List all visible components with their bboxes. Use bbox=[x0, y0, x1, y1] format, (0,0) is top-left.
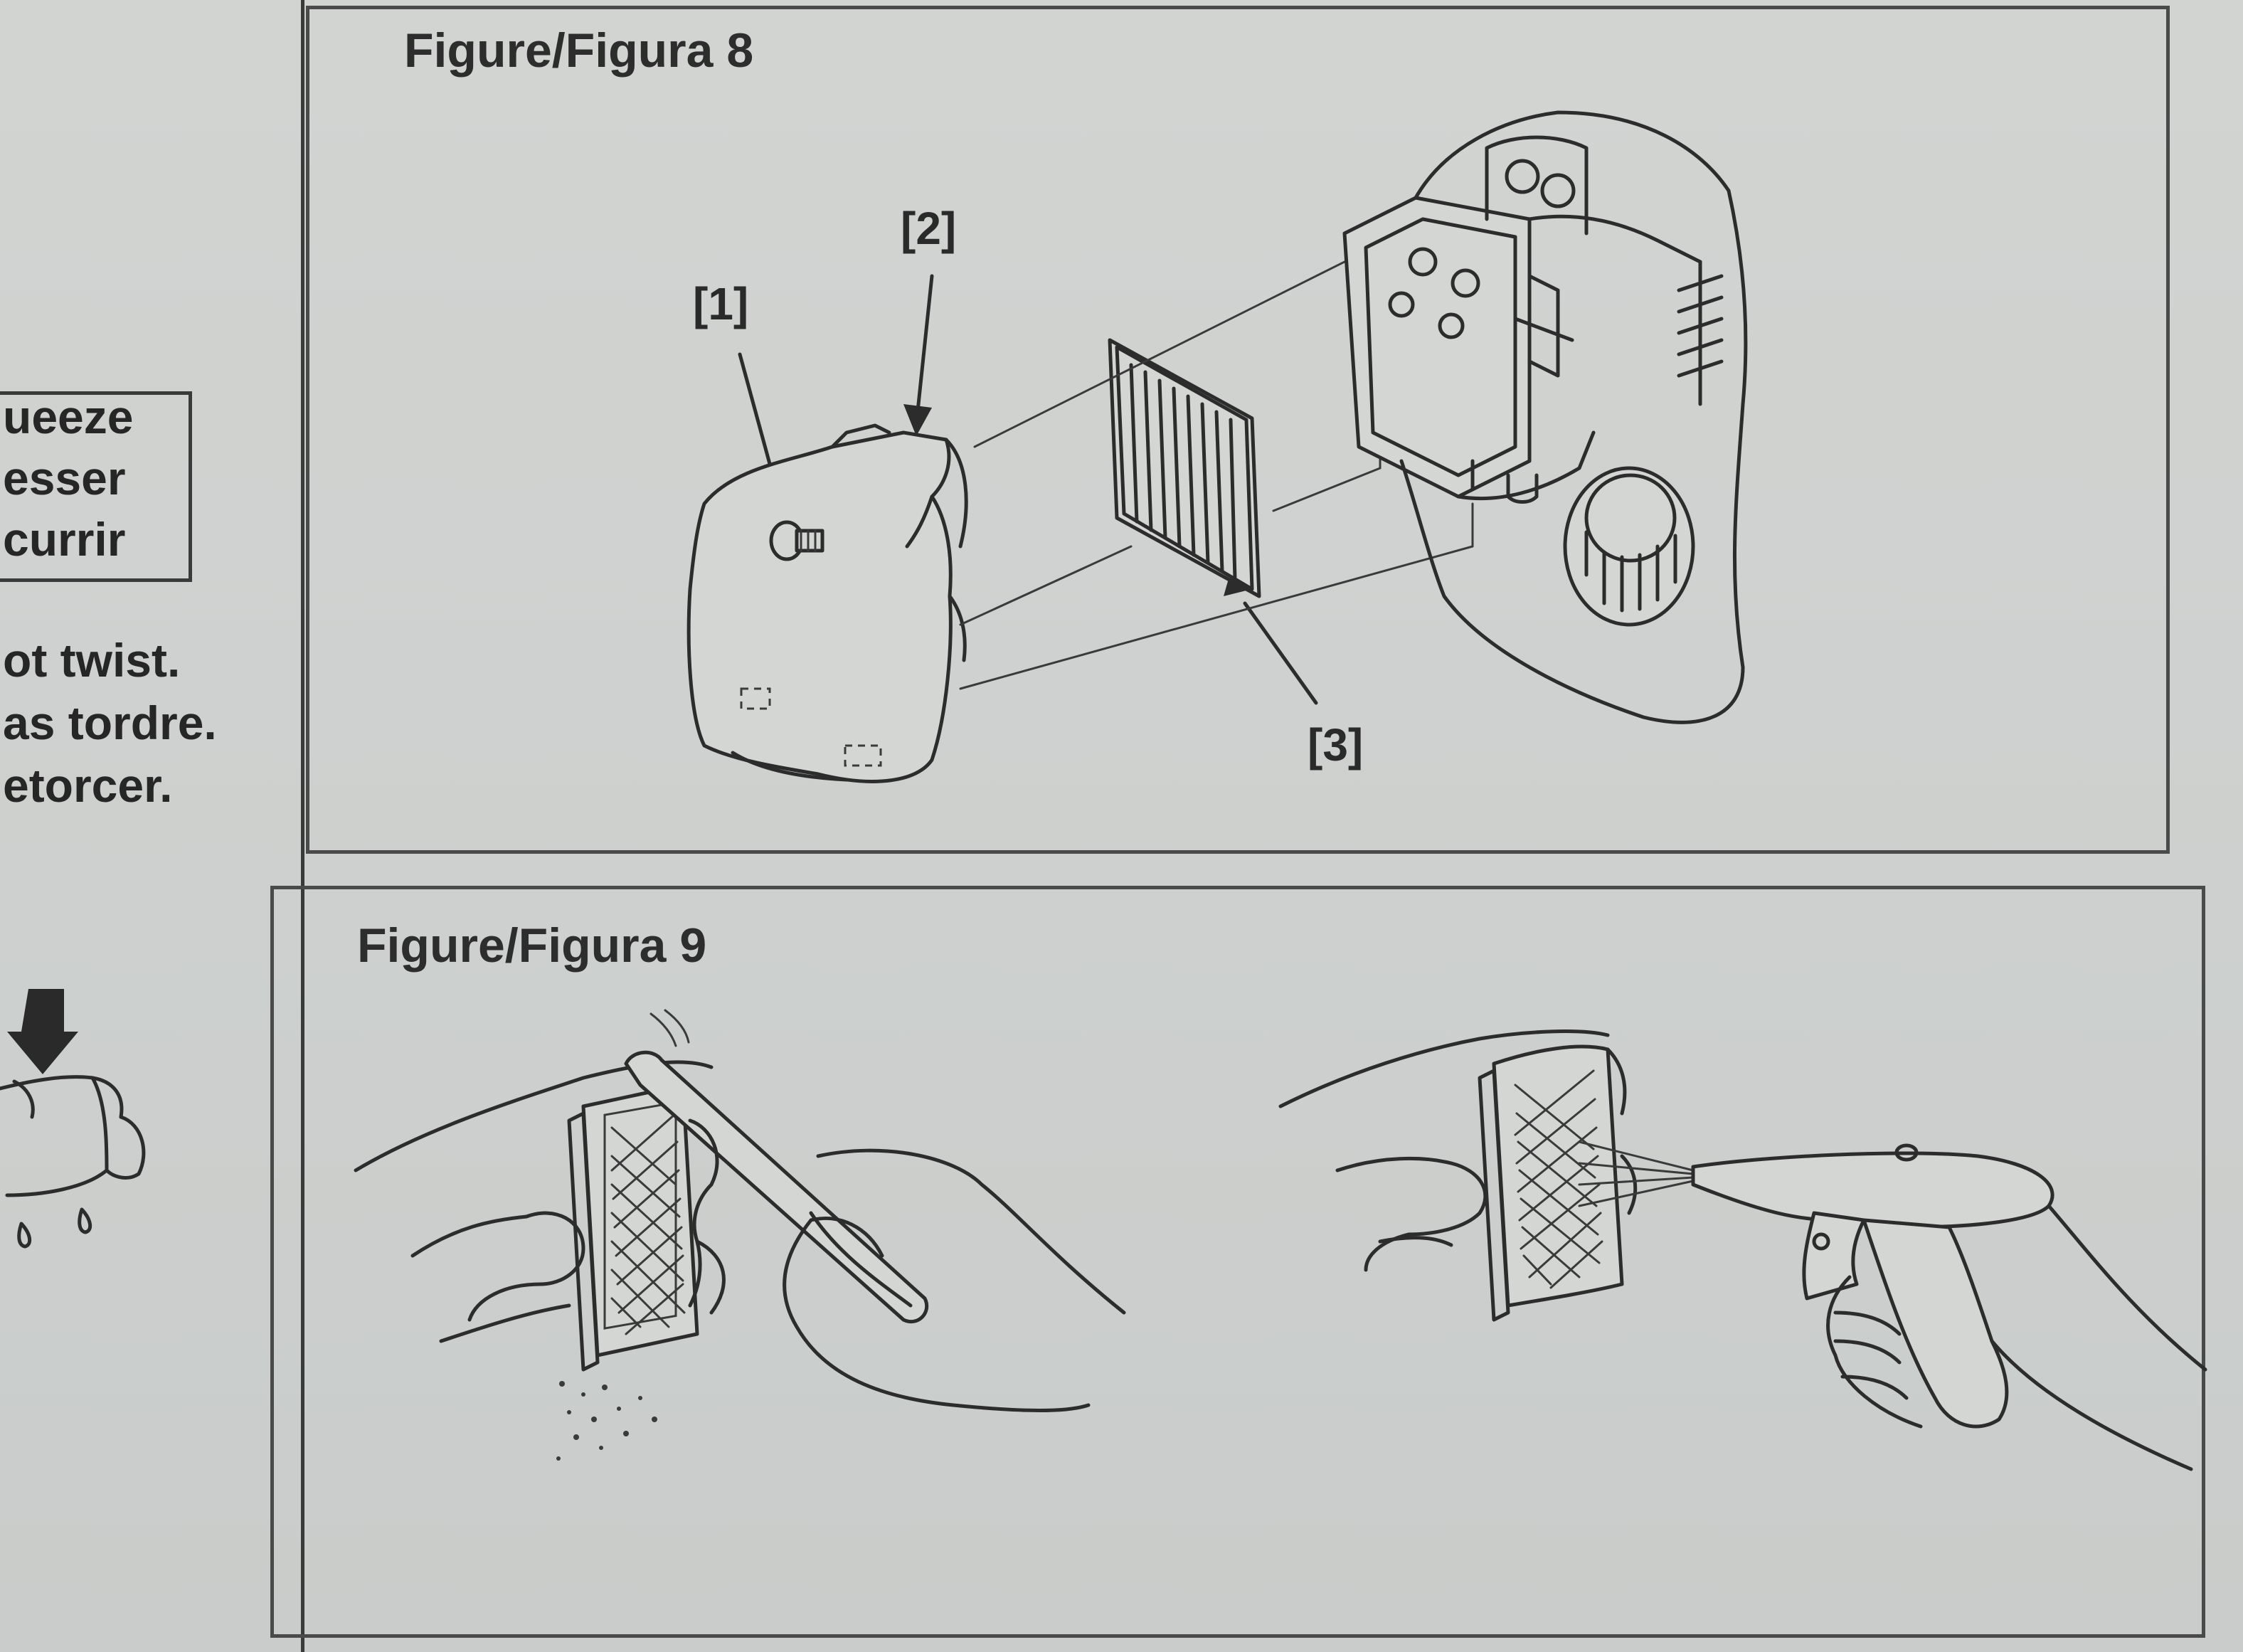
cover-bolt bbox=[769, 520, 824, 561]
tapping-filter-illustration bbox=[354, 1009, 1126, 1461]
left-boxed-line-1: ueeze bbox=[3, 391, 134, 443]
down-arrow-icon bbox=[7, 989, 78, 1074]
left-caution-box bbox=[0, 391, 192, 582]
air-cleaner-cover bbox=[686, 423, 968, 783]
filter-mesh bbox=[610, 1112, 686, 1335]
callout-2: [2] bbox=[901, 203, 957, 254]
figure-8-panel bbox=[306, 6, 2170, 854]
air-filter-exploded-diagram bbox=[686, 110, 1748, 783]
air-stream bbox=[1578, 1140, 1695, 1207]
callout-3: [3] bbox=[1308, 719, 1364, 771]
falling-dust bbox=[556, 1381, 657, 1461]
assembly-guide-lines bbox=[959, 246, 1474, 690]
blowing-filter-illustration bbox=[1278, 1029, 2207, 1471]
engine-housing bbox=[1342, 110, 1748, 724]
left-boxed-line-3: currir bbox=[3, 513, 126, 566]
squeeze-filter-illustration bbox=[0, 989, 146, 1249]
air-gun-icon bbox=[1691, 1143, 2054, 1429]
filter-mesh-right bbox=[1514, 1069, 1603, 1289]
air-filter-element bbox=[1108, 338, 1261, 598]
callout-1: [1] bbox=[693, 278, 749, 329]
figure-9-title: Figure/Figura 9 bbox=[357, 918, 707, 973]
left-boxed-line-2: esser bbox=[3, 452, 126, 504]
column-divider bbox=[301, 0, 304, 1652]
filter-cleaning-illustrations bbox=[354, 1009, 2207, 1471]
figure-8-title: Figure/Figura 8 bbox=[404, 23, 754, 78]
left-warning-line-1: ot twist. bbox=[3, 634, 181, 687]
figure-9-panel bbox=[270, 886, 2205, 1638]
left-warning-line-2: as tordre. bbox=[3, 697, 217, 749]
left-warning-line-3: etorcer. bbox=[3, 759, 173, 812]
